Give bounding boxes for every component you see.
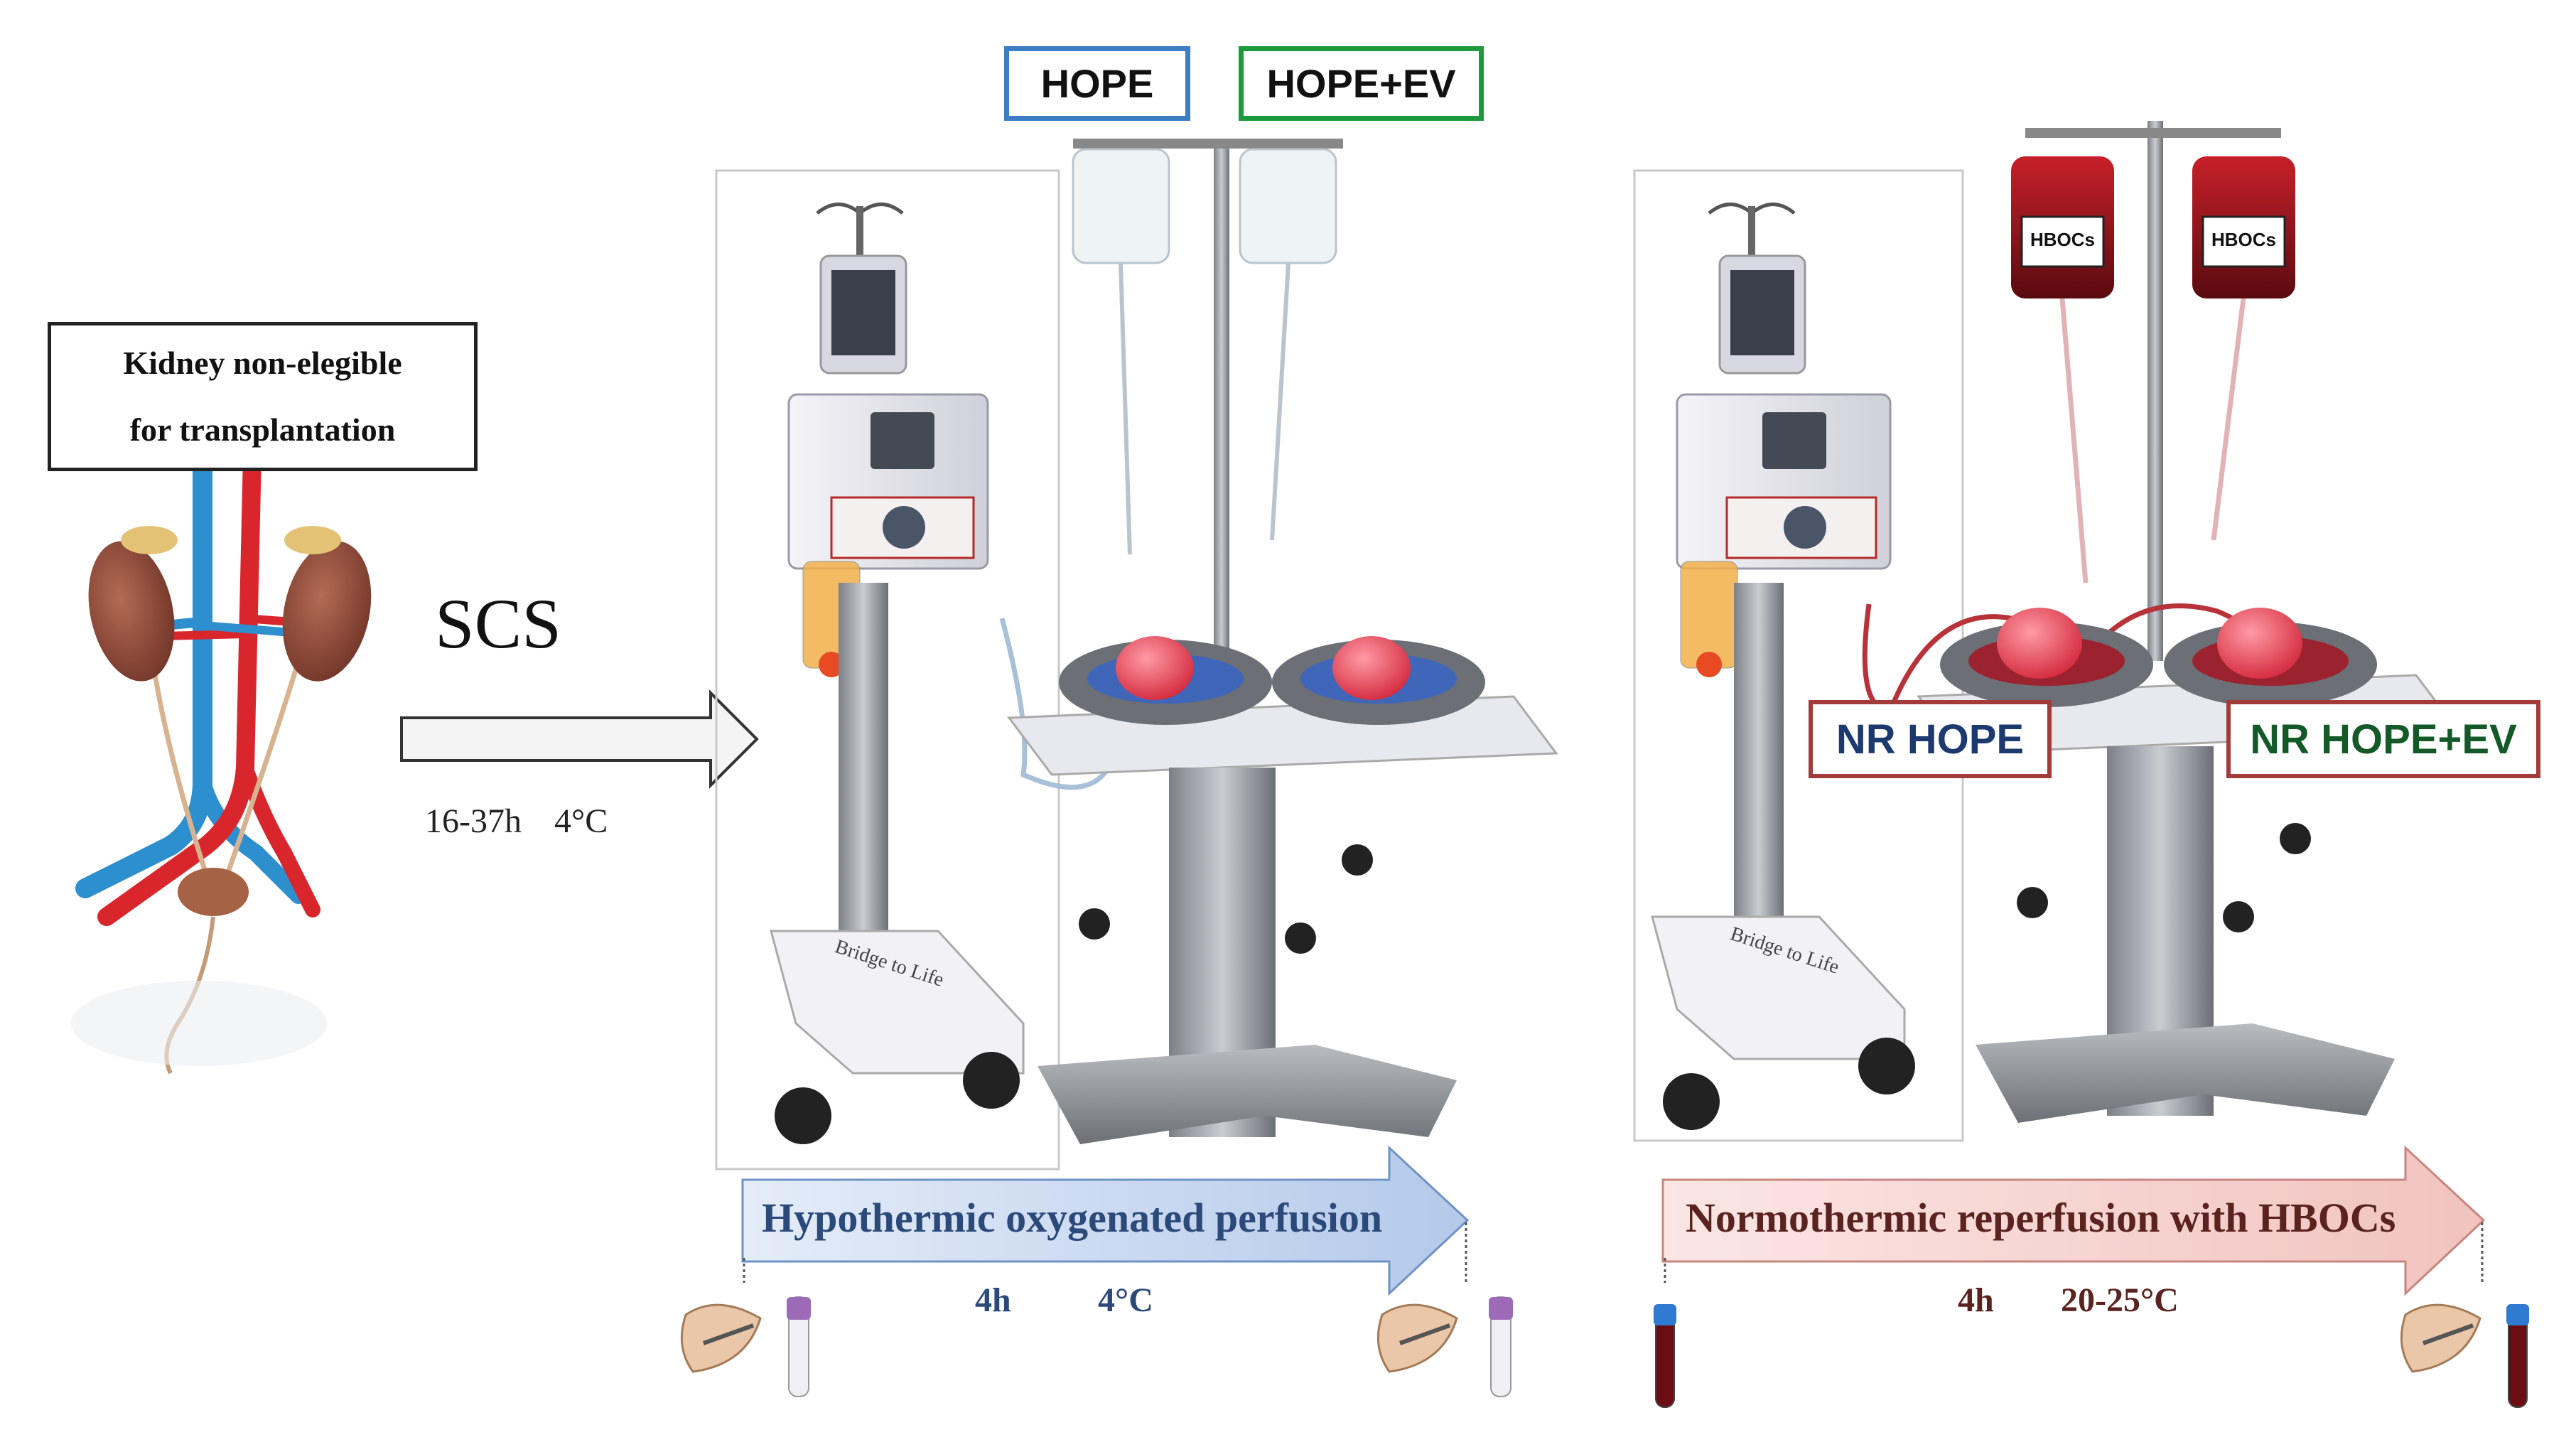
biopsy-icon [1376, 1303, 1458, 1373]
normothermic-reperfusion-setup [1633, 121, 2461, 1142]
hypothermic-duration: 4h [975, 1281, 1011, 1319]
scs-temperature: 4°C [554, 802, 608, 840]
hypothermic-temperature: 4°C [1098, 1281, 1153, 1319]
blood-sample-tube-icon [2506, 1304, 2529, 1408]
normothermic-phase-label: Normothermic reperfusion with HBOCs [1686, 1195, 2396, 1241]
kidney-label-box: Kidney non-elegible for transplantation [48, 322, 478, 471]
hypothermic-phase-label: Hypothermic oxygenated perfusion [762, 1195, 1383, 1241]
hope-group-label: HOPE [1004, 46, 1190, 121]
hboc-bag-label-left: HBOCs [2030, 229, 2095, 250]
hypothermic-phase-arrow [741, 1145, 1470, 1296]
scs-label: SCS [435, 584, 561, 663]
hboc-bag-label-right: HBOCs [2211, 229, 2276, 250]
sample-tube-icon [1489, 1296, 1513, 1397]
hope-ev-group-label: HOPE+EV [1239, 46, 1484, 121]
normothermic-duration: 4h [1958, 1281, 1994, 1319]
scs-time: 16-37h [425, 802, 522, 840]
kidney-label-line2: for transplantation [129, 411, 396, 448]
hope-perfusion-setup [715, 139, 1558, 1171]
kidney-label-line1: Kidney non-elegible [123, 345, 402, 381]
sample-tube-icon [787, 1296, 811, 1397]
normothermic-phase-arrow [1661, 1145, 2486, 1296]
kidney-anatomy-illustration [71, 445, 372, 1075]
biopsy-icon [680, 1303, 762, 1373]
normothermic-temperature: 20-25°C [2061, 1281, 2179, 1319]
biopsy-icon [2400, 1303, 2481, 1373]
nr-hope-group-label: NR HOPE [1809, 700, 2052, 778]
nr-hope-ev-group-label: NR HOPE+EV [2226, 700, 2540, 778]
scs-arrow [400, 689, 759, 789]
blood-sample-tube-icon [1654, 1304, 1676, 1408]
